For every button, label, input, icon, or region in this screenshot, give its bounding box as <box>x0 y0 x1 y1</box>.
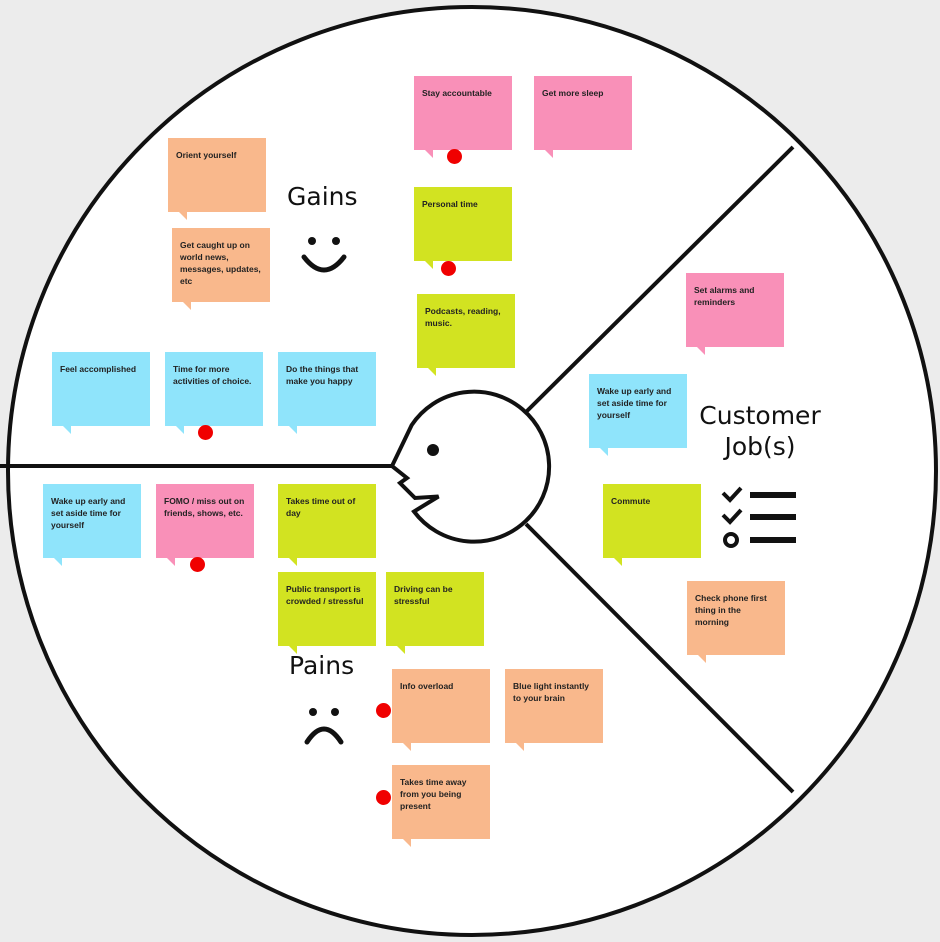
sticky-note[interactable]: Public transport is crowded / stressful <box>278 572 376 654</box>
sticky-note[interactable]: Do the things that make you happy <box>278 352 376 434</box>
divider-upper-right <box>524 145 795 414</box>
sticky-note-text: Podcasts, reading, music. <box>425 306 501 328</box>
sticky-note[interactable]: Get more sleep <box>534 76 632 158</box>
sticky-note[interactable]: Get caught up on world news, messages, u… <box>172 228 270 310</box>
sticky-note-text: Check phone first thing in the morning <box>695 593 767 627</box>
customer-head-icon <box>389 389 552 544</box>
vote-dot <box>190 557 205 572</box>
sticky-note[interactable]: Set alarms and reminders <box>686 273 784 355</box>
customer-jobs-title: Customer Job(s) <box>699 401 821 461</box>
sticky-note-text: Stay accountable <box>422 88 492 98</box>
sticky-note[interactable]: Wake up early and set aside time for you… <box>589 374 687 456</box>
vote-dot <box>376 703 391 718</box>
sticky-note-text: Get more sleep <box>542 88 604 98</box>
sticky-note-text: Do the things that make you happy <box>286 364 359 386</box>
sticky-note[interactable]: Wake up early and set aside time for you… <box>43 484 141 566</box>
vote-dot <box>447 149 462 164</box>
sticky-note-text: Blue light instantly to your brain <box>513 681 590 703</box>
customer-eye <box>427 444 439 456</box>
sticky-note-text: Public transport is crowded / stressful <box>286 584 364 606</box>
sticky-note[interactable]: Time for more activities of choice. <box>165 352 263 434</box>
sticky-note-text: Orient yourself <box>176 150 237 160</box>
sticky-note[interactable]: Blue light instantly to your brain <box>505 669 603 751</box>
sticky-note-text: Personal time <box>422 199 478 209</box>
sticky-note-text: Info overload <box>400 681 454 691</box>
vote-dot <box>376 790 391 805</box>
sticky-note-text: Driving can be stressful <box>394 584 453 606</box>
sticky-note-text: Set alarms and reminders <box>694 285 755 307</box>
gains-title: Gains <box>287 182 358 211</box>
smiley-face-icon <box>301 237 347 273</box>
sticky-note[interactable]: Driving can be stressful <box>386 572 484 654</box>
sticky-note-text: Wake up early and set aside time for you… <box>51 496 126 530</box>
sticky-note-text: Time for more activities of choice. <box>173 364 252 386</box>
checklist-icon <box>721 486 796 548</box>
sad-face-icon <box>304 708 344 745</box>
sticky-note[interactable]: Personal time <box>414 187 512 269</box>
sticky-note[interactable]: Commute <box>603 484 701 566</box>
sticky-note[interactable]: Orient yourself <box>168 138 266 220</box>
sticky-note[interactable]: Check phone first thing in the morning <box>687 581 785 663</box>
divider-lower-right <box>524 522 795 794</box>
sticky-note-text: FOMO / miss out on friends, shows, etc. <box>164 496 245 518</box>
sticky-note[interactable]: Takes time away from you being present <box>392 765 490 847</box>
sticky-note-text: Commute <box>611 496 651 506</box>
sticky-note-text: Wake up early and set aside time for you… <box>597 386 672 420</box>
sticky-note[interactable]: Info overload <box>392 669 490 751</box>
sticky-note-text: Takes time out of day <box>286 496 356 518</box>
sticky-note[interactable]: Feel accomplished <box>52 352 150 434</box>
vote-dot <box>198 425 213 440</box>
sticky-note-text: Get caught up on world news, messages, u… <box>180 240 261 286</box>
sticky-note[interactable]: Podcasts, reading, music. <box>417 294 515 376</box>
sticky-note[interactable]: Stay accountable <box>414 76 512 158</box>
sticky-note[interactable]: FOMO / miss out on friends, shows, etc. <box>156 484 254 566</box>
pains-title: Pains <box>289 651 355 680</box>
sticky-note-text: Takes time away from you being present <box>400 777 467 811</box>
sticky-note-text: Feel accomplished <box>60 364 137 374</box>
sticky-note[interactable]: Takes time out of day <box>278 484 376 566</box>
vote-dot <box>441 261 456 276</box>
